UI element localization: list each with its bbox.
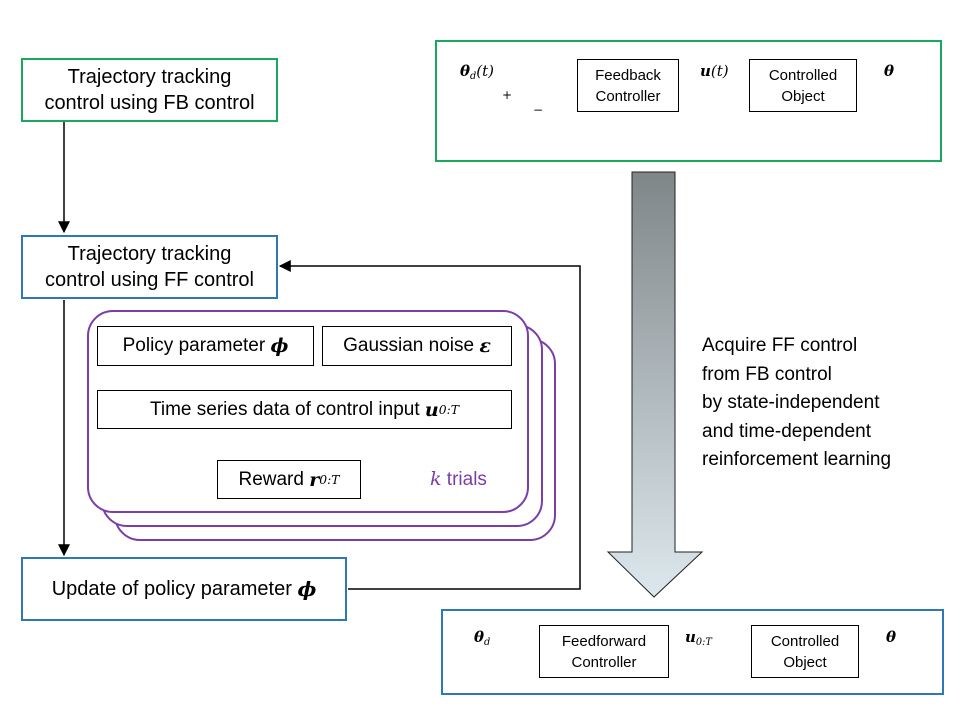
fb-object-line1: Controlled	[768, 66, 838, 84]
ff-output-label: θ	[886, 628, 897, 646]
feedback-controller-line1: Feedback	[595, 66, 661, 84]
reward-subscript: 0:T	[319, 472, 340, 487]
transition-line-1: Acquire FF control	[702, 335, 858, 356]
timeseries-subscript: 0:T	[438, 402, 459, 417]
ff-control-line2: control using FF control	[45, 269, 254, 291]
fb-control-box: Trajectory tracking control using FB con…	[21, 58, 278, 122]
update-policy-box: Update of policy parameter ϕ	[21, 557, 347, 621]
plus-sign: +	[502, 88, 513, 102]
fb-u-arg: (t)	[710, 62, 729, 80]
update-policy-label: Update of policy parameter	[51, 578, 292, 600]
minus-sign: −	[533, 103, 544, 117]
fb-signal-label: u(t)	[700, 62, 729, 80]
fb-theta-symbol: θ	[460, 62, 471, 80]
fb-input-label: θd(t)	[460, 62, 494, 82]
feedforward-controller-line2: Controller	[571, 653, 637, 671]
noise-epsilon-symbol: ε	[479, 335, 491, 357]
feedforward-controller-box: Feedforward Controller	[539, 625, 669, 678]
transition-description: Acquire FF control from FB control by st…	[702, 332, 942, 475]
timeseries-label: Time series data of control input	[149, 398, 420, 420]
fb-diagram-frame	[435, 40, 942, 162]
ff-theta-symbol: θ	[474, 628, 485, 646]
k-trials-label: k trials	[430, 468, 487, 491]
trials-text: trials	[446, 469, 487, 490]
update-phi-symbol: ϕ	[297, 577, 317, 601]
ff-theta-subscript: d	[484, 636, 491, 648]
fb-theta-arg: (t)	[476, 62, 494, 80]
fb-control-line2: control using FB control	[44, 92, 255, 114]
ff-controlled-object-box: Controlled Object	[751, 625, 859, 678]
timeseries-u-symbol: u	[424, 398, 439, 421]
feedback-loop-arrow	[278, 260, 581, 590]
ff-u-subscript: 0:T	[695, 636, 712, 648]
fb-output-label: θ	[884, 62, 895, 80]
ff-diagram-frame	[441, 609, 944, 695]
gaussian-noise-label: Gaussian noise	[343, 335, 475, 356]
feedforward-controller-line1: Feedforward	[561, 632, 647, 650]
transition-line-4: and time-dependent	[702, 420, 872, 442]
fb-u-symbol: u	[700, 62, 711, 80]
reward-r-symbol: r	[309, 468, 320, 491]
transition-line-2: from FB control	[702, 363, 832, 385]
feedback-controller-line2: Controller	[595, 87, 661, 105]
ff-object-line2: Object	[783, 653, 827, 671]
transition-arrow	[606, 171, 704, 598]
ff-u-symbol: u	[685, 628, 696, 646]
fb-control-line1: Trajectory tracking	[67, 66, 232, 88]
ff-input-label: θd	[474, 628, 490, 648]
fb-object-line2: Object	[781, 87, 825, 105]
ff-control-line1: Trajectory tracking	[67, 243, 232, 265]
transition-line-3: by state-independent	[702, 392, 880, 413]
ff-signal-label: u0:T	[685, 628, 712, 648]
ff-control-box: Trajectory tracking control using FF con…	[21, 235, 278, 299]
fb-theta-subscript: d	[470, 70, 477, 82]
policy-phi-symbol: ϕ	[270, 335, 289, 357]
gaussian-noise-box: Gaussian noise ε	[322, 326, 512, 366]
k-symbol: k	[430, 468, 442, 490]
policy-parameter-box: Policy parameter ϕ	[97, 326, 314, 366]
fb-controlled-object-box: Controlled Object	[749, 59, 857, 112]
policy-parameter-label: Policy parameter	[122, 335, 266, 356]
feedback-controller-box: Feedback Controller	[577, 59, 679, 112]
reward-label: Reward	[238, 468, 304, 490]
ff-object-line1: Controlled	[770, 632, 840, 650]
transition-line-5: reinforcement learning	[702, 449, 892, 470]
